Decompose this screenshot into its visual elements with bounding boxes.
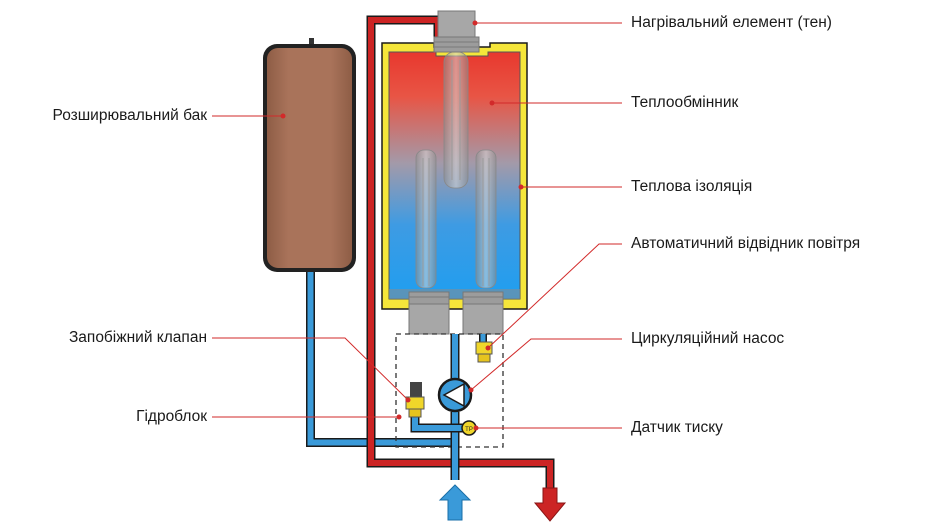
circulation-pump xyxy=(437,377,473,413)
heating-element-fitting xyxy=(433,10,480,53)
pressure-sensor-mark: TP xyxy=(465,427,473,433)
label-hydro-block: Гідроблок xyxy=(136,408,207,425)
leader-pump xyxy=(470,338,622,391)
heat-exchanger xyxy=(388,51,521,300)
label-thermal-insulation: Теплова ізоляція xyxy=(631,178,753,195)
leader-air-vent xyxy=(487,243,622,349)
blue-pipes-hydro xyxy=(410,334,487,480)
label-expansion-tank: Розширювальний бак xyxy=(52,107,207,124)
expansion-tank xyxy=(263,38,356,272)
label-heat-exchanger: Теплообмінник xyxy=(631,94,739,111)
label-circulation-pump: Циркуляційний насос xyxy=(631,330,785,347)
hydro-block-box xyxy=(395,333,504,448)
inlet-arrow xyxy=(438,484,472,521)
label-air-vent: Автоматичний відвідник повітря xyxy=(631,235,861,252)
label-heating-element: Нагрівальний елемент (тен) xyxy=(631,14,832,31)
leader-lines xyxy=(212,20,622,431)
bottom-fittings xyxy=(408,291,504,335)
air-vent xyxy=(475,341,493,363)
blue-pipe-tank xyxy=(306,272,453,447)
outlet-arrow xyxy=(533,487,567,522)
label-pressure-sensor: Датчик тиску xyxy=(631,419,723,436)
leader-safety-valve xyxy=(212,337,409,401)
label-safety-valve: Запобіжний клапан xyxy=(68,329,207,346)
